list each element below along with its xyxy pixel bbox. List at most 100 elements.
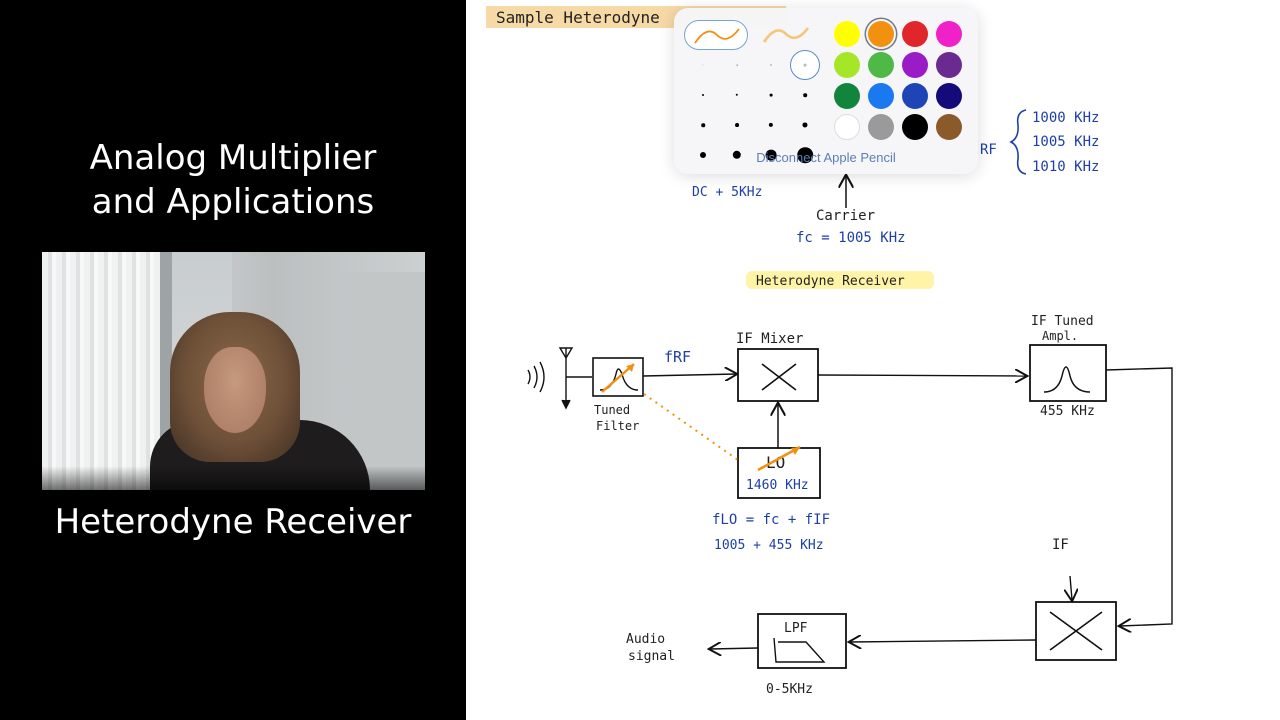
if-carrier-label: IF <box>1052 537 1069 553</box>
antenna-icon <box>527 347 574 410</box>
pen-size-dot <box>735 123 739 127</box>
rf-value-3: 1010 KHz <box>1032 159 1099 175</box>
disconnect-pencil-button[interactable]: Disconnect Apple Pencil <box>756 150 896 165</box>
pen-size-option[interactable] <box>790 80 820 110</box>
pen-size-dot <box>765 149 777 161</box>
frf-label: fRF <box>664 348 691 366</box>
tuned-filter-label-1: Tuned <box>594 403 630 417</box>
lo-freq: 1460 KHz <box>746 478 809 493</box>
receiver-heading: Heterodyne Receiver <box>756 274 905 289</box>
pen-size-dot <box>768 122 774 128</box>
color-swatch[interactable] <box>936 21 962 47</box>
carrier-label: Carrier <box>816 208 875 224</box>
pen-size-dot <box>797 147 813 163</box>
lecture-title-line2: and Applications <box>91 182 375 222</box>
color-swatch[interactable] <box>902 83 928 109</box>
color-swatch[interactable] <box>868 83 894 109</box>
pen-size-option[interactable] <box>790 110 820 140</box>
amp-to-demod-line <box>1105 367 1173 626</box>
receiver-heading-highlight <box>746 271 934 289</box>
carrier-freq: fc = 1005 KHz <box>796 230 906 246</box>
rf-value-1: 1000 KHz <box>1032 110 1099 126</box>
audio-label-1: Audio <box>626 632 665 647</box>
mixer-to-amp-line <box>817 375 1026 376</box>
color-swatch[interactable] <box>902 52 928 78</box>
rf-brace <box>1009 109 1027 175</box>
color-swatch[interactable] <box>868 21 894 47</box>
if-tuned-freq: 455 KHz <box>1040 404 1095 419</box>
color-swatch[interactable] <box>868 114 894 140</box>
if-mixer-block <box>737 348 819 402</box>
demod-x-icon <box>1049 611 1103 651</box>
gang-tuning-link <box>643 393 739 461</box>
multiplier-x-icon <box>761 363 797 391</box>
pen-size-option[interactable] <box>722 110 752 140</box>
pen-size-option[interactable] <box>790 140 820 170</box>
if-tuned-label-1: IF Tuned <box>1031 314 1094 329</box>
rf-label: RF <box>980 142 997 158</box>
pen-size-option[interactable] <box>756 80 786 110</box>
color-swatch[interactable] <box>936 114 962 140</box>
audio-label-2: signal <box>628 649 675 664</box>
demod-multiplier-block <box>1035 601 1117 661</box>
rf-value-2: 1005 KHz <box>1032 134 1099 150</box>
color-swatch[interactable] <box>936 52 962 78</box>
flo-equation: fLO = fc + fIF <box>712 512 830 528</box>
color-swatch[interactable] <box>834 21 860 47</box>
if-tuned-label-2: Ampl. <box>1042 329 1078 343</box>
pen-size-option[interactable] <box>688 80 718 110</box>
pen-size-dot <box>803 93 807 97</box>
pen-style-highlighter-button[interactable] <box>754 20 818 50</box>
rf-signal-line <box>642 374 736 376</box>
webcam-bottom-fade <box>42 466 425 490</box>
lpf-block <box>757 613 847 669</box>
pen-size-option[interactable] <box>756 110 786 140</box>
color-swatch[interactable] <box>936 83 962 109</box>
pen-size-option[interactable] <box>722 50 752 80</box>
pen-palette-popover: Disconnect Apple Pencil <box>674 8 978 174</box>
pen-size-option[interactable] <box>688 140 718 170</box>
pen-size-option[interactable] <box>688 50 718 80</box>
pen-size-dot <box>735 93 739 97</box>
pen-size-dot <box>701 123 705 127</box>
pen-size-dot <box>736 64 738 66</box>
pen-size-option[interactable] <box>756 50 786 80</box>
window-curtain <box>42 252 160 490</box>
flo-calc: 1005 + 455 KHz <box>714 538 824 553</box>
pen-size-dot <box>803 63 807 67</box>
pen-size-dot <box>702 94 704 96</box>
pen-size-option[interactable] <box>688 110 718 140</box>
lo-tuning-arrowhead <box>791 447 800 455</box>
bandpass-curve-icon <box>599 368 639 391</box>
bell-curve-icon <box>1043 366 1091 393</box>
if-tuned-amp-block <box>1029 344 1107 402</box>
color-swatch[interactable] <box>834 83 860 109</box>
pen-stroke-icon <box>694 28 740 44</box>
pen-size-option[interactable] <box>722 80 752 110</box>
pen-size-option[interactable] <box>722 140 752 170</box>
lpf-range: 0-5KHz <box>766 682 813 697</box>
color-swatch[interactable] <box>902 21 928 47</box>
lecture-title-line1: Analog Multiplier <box>89 138 377 178</box>
if-carrier-arrow <box>1070 575 1072 600</box>
color-swatch[interactable] <box>834 52 860 78</box>
highlighter-stroke-icon <box>762 27 810 43</box>
dc-label: DC + 5KHz <box>692 185 762 200</box>
pen-style-smooth-button[interactable] <box>684 20 748 50</box>
pen-size-dot <box>700 152 706 158</box>
lecture-subtitle: Heterodyne Receiver <box>54 502 412 542</box>
if-mixer-label: IF Mixer <box>736 331 803 347</box>
tuning-arrowhead <box>626 364 634 372</box>
lecture-panel: Analog Multiplier and Applications Heter… <box>0 0 466 720</box>
pen-size-option[interactable] <box>756 140 786 170</box>
pen-size-dot <box>702 64 704 66</box>
color-swatch[interactable] <box>868 52 894 78</box>
color-swatch[interactable] <box>834 114 860 140</box>
sample-heading: Sample Heterodyne <box>496 8 660 27</box>
pen-size-dot <box>769 93 773 97</box>
lpf-label: LPF <box>784 621 808 636</box>
pen-size-dot <box>732 150 742 160</box>
color-swatch[interactable] <box>902 114 928 140</box>
pen-size-option[interactable] <box>790 50 820 80</box>
pen-size-dot <box>802 122 808 128</box>
